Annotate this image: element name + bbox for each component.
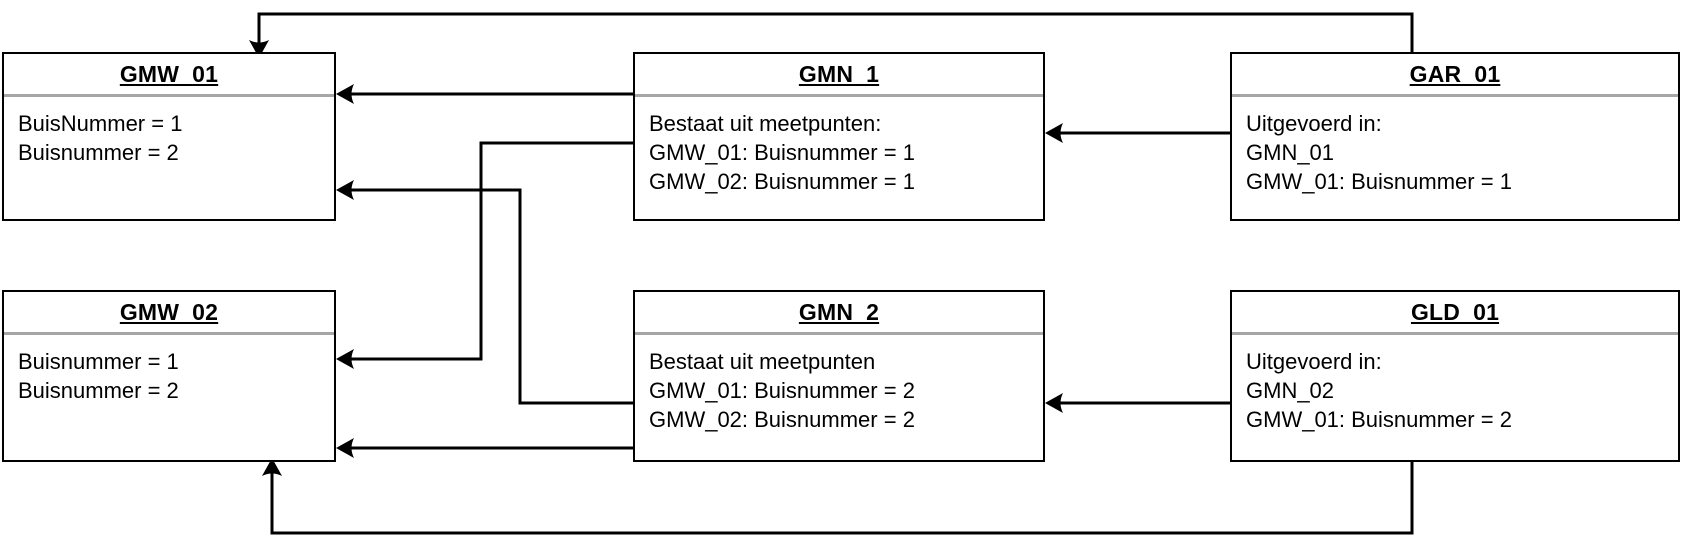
- node-title: GMW_02: [119, 298, 219, 325]
- node-body-line: BuisNummer = 1: [18, 111, 183, 136]
- node-body-line: GMW_01: Buisnummer = 2: [1246, 407, 1512, 432]
- connector-gar01-to-gmn1: [1045, 123, 1230, 143]
- node-body: BuisNummer = 1 Buisnummer = 2: [4, 97, 334, 219]
- node-header: GMN_2: [635, 292, 1043, 335]
- node-header: GMW_02: [4, 292, 334, 335]
- node-gar-01[interactable]: GAR_01 Uitgevoerd in: GMN_01 GMW_01: Bui…: [1230, 52, 1680, 221]
- node-body: Uitgevoerd in: GMN_01 GMW_01: Buisnummer…: [1232, 97, 1678, 219]
- node-body: Buisnummer = 1 Buisnummer = 2: [4, 335, 334, 460]
- node-body: Bestaat uit meetpunten GMW_01: Buisnumme…: [635, 335, 1043, 460]
- node-header: GLD_01: [1232, 292, 1678, 335]
- node-header: GMW_01: [4, 54, 334, 97]
- node-title: GAR_01: [1409, 60, 1501, 87]
- node-title: GMN_2: [798, 298, 880, 325]
- node-body-line: Buisnummer = 2: [18, 378, 179, 403]
- node-body-line: GMW_02: Buisnummer = 2: [649, 407, 915, 432]
- node-gmw-02[interactable]: GMW_02 Buisnummer = 1 Buisnummer = 2: [2, 290, 336, 462]
- node-body-line: Uitgevoerd in:: [1246, 349, 1382, 374]
- node-gld-01[interactable]: GLD_01 Uitgevoerd in: GMN_02 GMW_01: Bui…: [1230, 290, 1680, 462]
- connector-gmn1-to-gmw02: [336, 141, 633, 369]
- node-header: GAR_01: [1232, 54, 1678, 97]
- node-body-line: GMW_01: Buisnummer = 2: [649, 378, 915, 403]
- node-gmw-01[interactable]: GMW_01 BuisNummer = 1 Buisnummer = 2: [2, 52, 336, 221]
- node-body-line: Bestaat uit meetpunten:: [649, 111, 882, 136]
- node-body-line: Bestaat uit meetpunten: [649, 349, 876, 374]
- node-body-line: Buisnummer = 1: [18, 349, 179, 374]
- node-body-line: GMW_02: Buisnummer = 1: [649, 169, 915, 194]
- connector-gld01-to-gmw02: [262, 458, 1414, 535]
- node-body-line: GMN_01: [1246, 140, 1335, 165]
- connector-gmn2-to-gmw02: [336, 438, 633, 458]
- node-title: GMW_01: [119, 60, 219, 87]
- connector-gmn2-to-gmw01: [336, 180, 633, 405]
- node-body: Bestaat uit meetpunten: GMW_01: Buisnumm…: [635, 97, 1043, 219]
- node-title: GMN_1: [798, 60, 880, 87]
- node-gmn-2[interactable]: GMN_2 Bestaat uit meetpunten GMW_01: Bui…: [633, 290, 1045, 462]
- node-body-line: GMW_01: Buisnummer = 1: [1246, 169, 1512, 194]
- connector-gld01-to-gmn2: [1045, 393, 1230, 413]
- node-body-line: GMW_01: Buisnummer = 1: [649, 140, 915, 165]
- node-body: Uitgevoerd in: GMN_02 GMW_01: Buisnummer…: [1232, 335, 1678, 460]
- node-body-line: Buisnummer = 2: [18, 140, 179, 165]
- node-body-line: Uitgevoerd in:: [1246, 111, 1382, 136]
- node-header: GMN_1: [635, 54, 1043, 97]
- node-body-line: GMN_02: [1246, 378, 1335, 403]
- node-title: GLD_01: [1410, 298, 1500, 325]
- node-gmn-1[interactable]: GMN_1 Bestaat uit meetpunten: GMW_01: Bu…: [633, 52, 1045, 221]
- connector-gmn1-to-gmw01: [336, 84, 633, 104]
